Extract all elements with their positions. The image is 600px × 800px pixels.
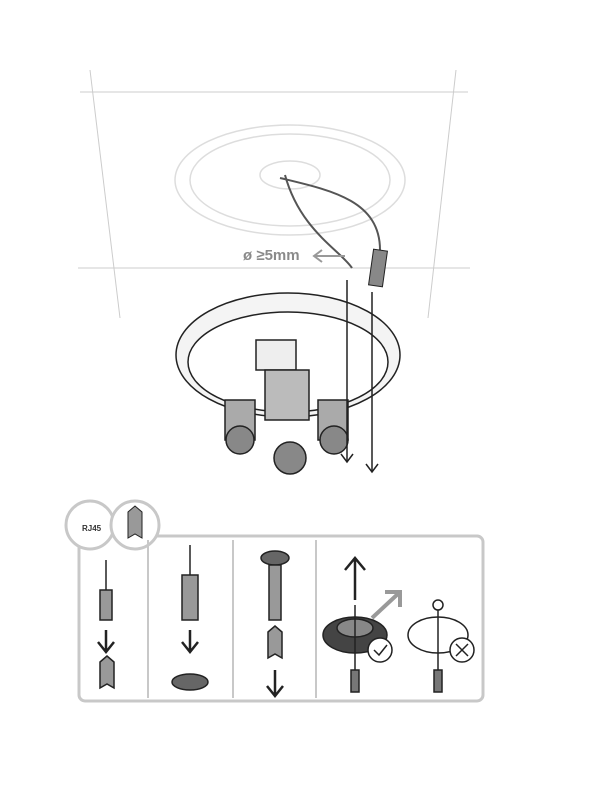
steps <box>97 545 475 699</box>
ceiling-outline <box>78 69 470 319</box>
rj45-label: RJ45 <box>82 524 102 533</box>
step-dividers <box>147 540 317 698</box>
network-cable <box>279 174 381 269</box>
dome-camera <box>175 292 401 475</box>
insert-arrows <box>340 280 379 474</box>
rj45-plug-icon <box>367 248 389 288</box>
cable-diameter-label: ø ≥5mm <box>243 247 300 264</box>
diameter-arrow-icon <box>312 249 345 263</box>
mounting-plate <box>174 124 406 236</box>
cable-steps-panel <box>77 534 485 703</box>
